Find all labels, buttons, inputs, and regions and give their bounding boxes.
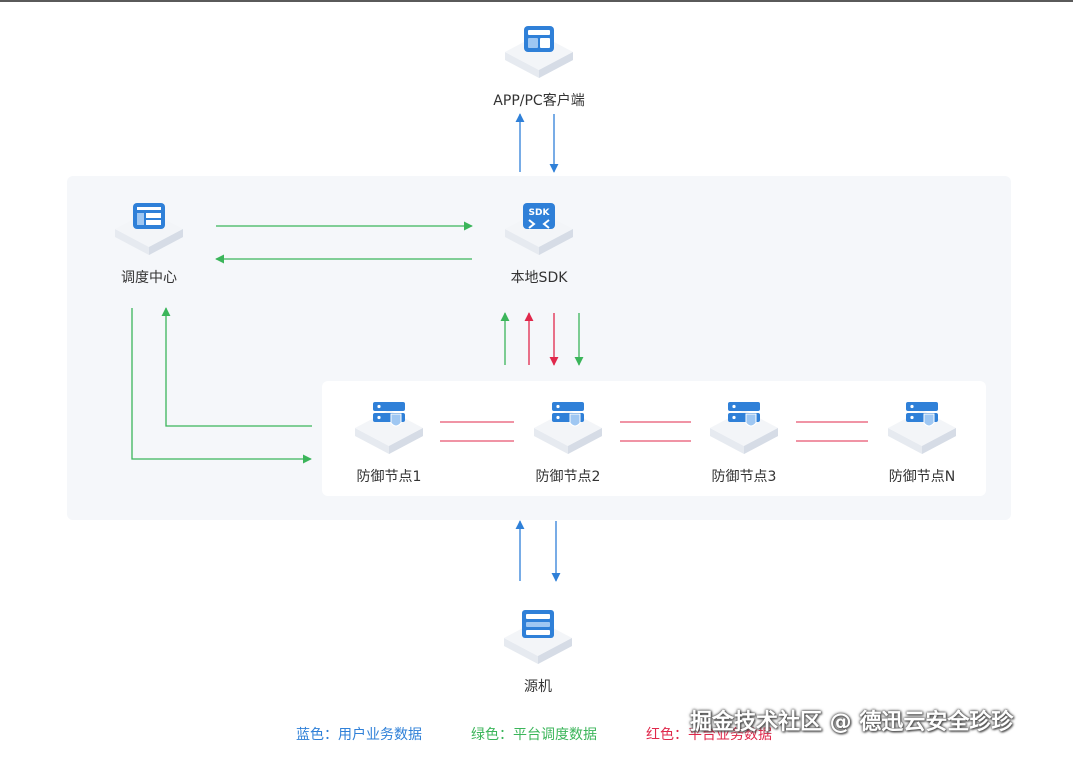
- node-origin: 源机: [483, 604, 593, 696]
- server-rack-icon: [500, 604, 576, 668]
- node-defense-2: 防御节点2: [513, 394, 623, 486]
- node-defense-n: 防御节点N: [867, 394, 977, 486]
- server-shield-icon: [884, 394, 960, 458]
- window-icon: [501, 18, 577, 82]
- server-shield-icon: [530, 394, 606, 458]
- node-dispatch: 调度中心: [94, 195, 204, 287]
- server-shield-icon: [351, 394, 427, 458]
- watermark: 掘金技术社区 @ 德迅云安全珍珍: [690, 710, 1014, 735]
- dashboard-icon: [111, 195, 187, 259]
- node-sdk-label: 本地SDK: [510, 270, 568, 286]
- node-sdk: SDK 本地SDK: [484, 195, 594, 287]
- defense-node-panel: [322, 381, 986, 496]
- arrow-defense-to-dispatch: [161, 307, 312, 427]
- node-defense-1: 防御节点1: [334, 394, 444, 486]
- legend-red: 红色：平台业务数据: [646, 727, 772, 743]
- node-defense-n-label: 防御节点N: [888, 469, 956, 485]
- node-defense-3-label: 防御节点3: [711, 469, 777, 485]
- node-origin-label: 源机: [524, 679, 552, 695]
- node-defense-2-label: 防御节点2: [535, 469, 601, 485]
- node-defense-1-label: 防御节点1: [356, 469, 422, 485]
- arrow-dispatch-to-defense: [131, 308, 312, 464]
- top-border: [0, 0, 1073, 2]
- node-client-label: APP/PC客户端: [493, 93, 585, 109]
- sdk-icon: SDK: [501, 195, 577, 259]
- legend-green: 绿色：平台调度数据: [471, 727, 597, 743]
- node-defense-3: 防御节点3: [689, 394, 799, 486]
- legend-blue: 蓝色：用户业务数据: [296, 727, 422, 743]
- server-shield-icon: [706, 394, 782, 458]
- svg-text:SDK: SDK: [529, 208, 551, 218]
- node-client: APP/PC客户端: [484, 18, 594, 110]
- node-dispatch-label: 调度中心: [121, 270, 177, 286]
